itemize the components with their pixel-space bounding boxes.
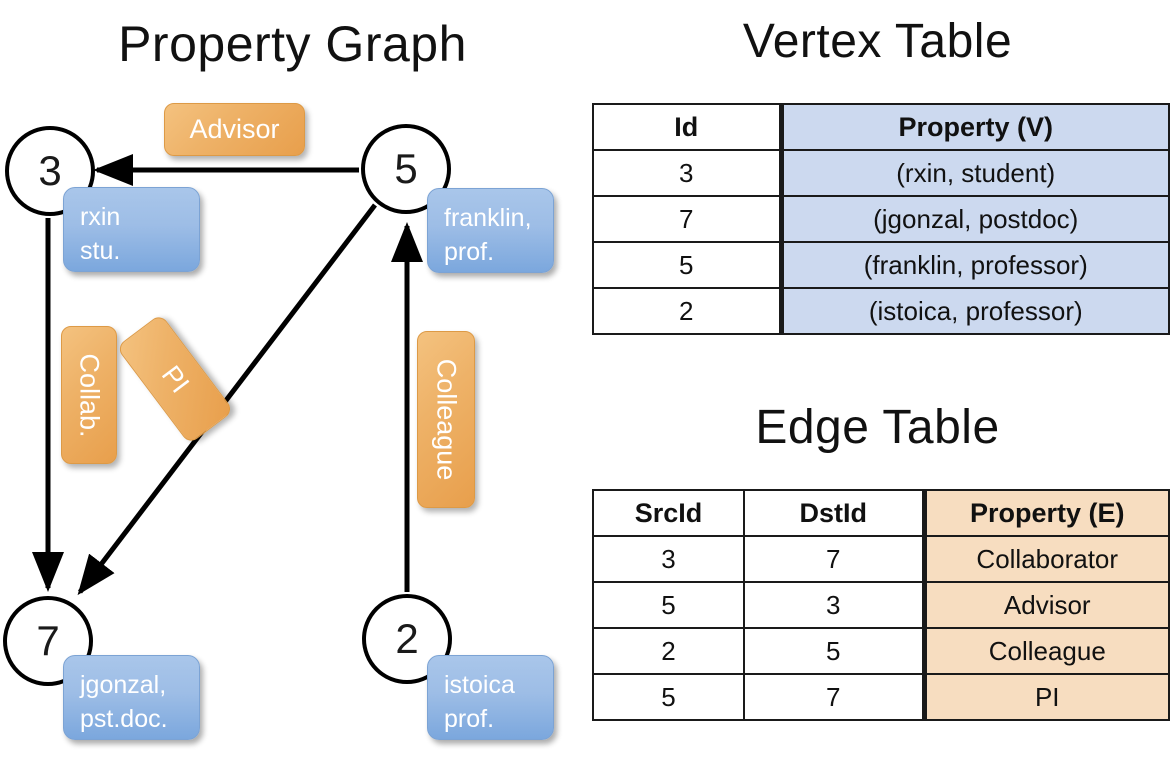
table-row: 5 7 PI [592, 673, 1170, 721]
table-row: 2 5 Colleague [592, 627, 1170, 675]
vertex-cell-id: 2 [592, 287, 782, 335]
edge-label-text: Advisor [189, 114, 280, 144]
vertex-cell-id: 3 [592, 149, 782, 197]
edge-label-box-colleague: Colleague [417, 331, 475, 508]
node-property-box-franklin: franklin, prof. [427, 188, 554, 273]
table-row: 5 (franklin, professor) [592, 241, 1170, 289]
vertex-cell-property: (istoica, professor) [778, 287, 1170, 335]
page-title-edge-table: Edge Table [755, 401, 1000, 454]
edge-cell-dstid: 7 [743, 535, 925, 583]
edge-cell-property: Collaborator [921, 535, 1170, 583]
edge-cell-dstid: 7 [743, 673, 925, 721]
graph-node-5[interactable]: 5 [361, 124, 451, 214]
edge-label-box-collab: Collab. [61, 326, 117, 464]
node-property-line-2: pst.doc. [80, 705, 168, 733]
node-property-line-2: prof. [444, 705, 495, 733]
graph-edges-layer [32, 154, 423, 596]
node-property-line-1: jgonzal, [80, 671, 167, 699]
node-property-line-1: franklin, [444, 204, 532, 232]
edge-label-box-advisor: Advisor [164, 103, 305, 156]
node-property-box-jgonzal: jgonzal, pst.doc. [63, 655, 200, 740]
edge-cell-dstid: 3 [743, 581, 925, 629]
vertex-cell-id: 5 [592, 241, 782, 289]
table-row: 3 7 Collaborator [592, 535, 1170, 583]
node-property-line-1: rxin [80, 203, 121, 231]
node-property-line-2: stu. [80, 237, 121, 265]
vertex-cell-property: (rxin, student) [778, 149, 1170, 197]
table-row: 3 (rxin, student) [592, 149, 1170, 197]
vertex-col-header-id: Id [592, 103, 782, 151]
node-property-line-1: istoica [444, 671, 515, 699]
edge-cell-dstid: 5 [743, 627, 925, 675]
edge-label-text: Collab. [74, 352, 105, 438]
vertex-cell-property: (jgonzal, postdoc) [778, 195, 1170, 243]
page-title-vertex-table: Vertex Table [742, 15, 1013, 68]
vertex-cell-property: (franklin, professor) [778, 241, 1170, 289]
edge-cell-srcid: 5 [592, 581, 745, 629]
vertex-table: Id Property (V) 3 (rxin, student) 7 (jgo… [592, 103, 1170, 335]
edge-cell-property: PI [921, 673, 1170, 721]
node-property-line-2: prof. [444, 238, 495, 266]
edge-label-text: Colleague [431, 358, 462, 481]
edge-5-to-7 [77, 203, 377, 596]
edge-table-header-row: SrcId DstId Property (E) [592, 489, 1170, 537]
graph-node-2[interactable]: 2 [362, 594, 452, 684]
table-row: 5 3 Advisor [592, 581, 1170, 629]
table-row: 2 (istoica, professor) [592, 287, 1170, 335]
edge-cell-property: Colleague [921, 627, 1170, 675]
page-title-property-graph: Property Graph [118, 16, 467, 72]
vertex-cell-id: 7 [592, 195, 782, 243]
vertex-col-header-property: Property (V) [778, 103, 1170, 151]
edge-cell-srcid: 3 [592, 535, 745, 583]
edge-col-header-property: Property (E) [921, 489, 1170, 537]
edge-col-header-dstid: DstId [743, 489, 925, 537]
table-row: 7 (jgonzal, postdoc) [592, 195, 1170, 243]
vertex-table-header-row: Id Property (V) [592, 103, 1170, 151]
edge-col-header-srcid: SrcId [592, 489, 745, 537]
node-property-box-rxin: rxin stu. [63, 187, 200, 272]
property-graph-panel: Property Graph 3 5 7 2 rxin stu. frankli… [3, 16, 554, 740]
edge-cell-srcid: 5 [592, 673, 745, 721]
edge-cell-srcid: 2 [592, 627, 745, 675]
node-property-box-istoica: istoica prof. [427, 655, 554, 740]
edge-table: SrcId DstId Property (E) 3 7 Collaborato… [592, 489, 1170, 721]
edge-label-text: PI [155, 359, 196, 398]
edge-cell-property: Advisor [921, 581, 1170, 629]
